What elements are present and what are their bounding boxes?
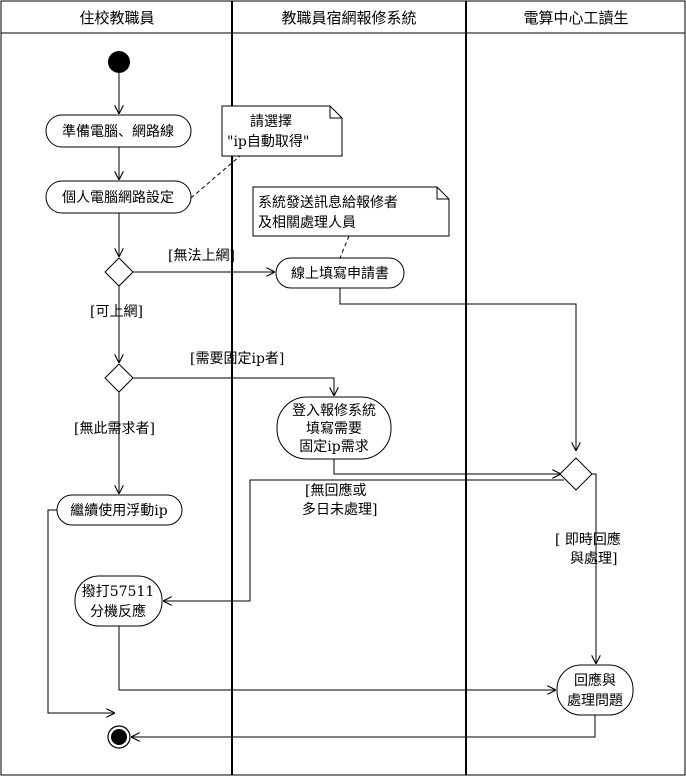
- decision-response: [559, 457, 593, 491]
- action-login-line2: 填寫需要: [306, 420, 362, 437]
- action-apply-label: 線上填寫申請書: [291, 265, 389, 282]
- note-system-fold: [436, 187, 449, 200]
- edge-apply-decision3: [339, 288, 576, 451]
- note-ip-fold: [329, 106, 342, 119]
- note-ip-anchor: [190, 155, 241, 199]
- start-node: [108, 51, 130, 73]
- action-settings-label: 個人電腦網路設定: [62, 190, 174, 206]
- note-system-anchor: [339, 235, 350, 259]
- edge-call-respond: [118, 626, 556, 690]
- guard-no-need: [無此需求者]: [74, 421, 155, 437]
- guard-immediate-line1: [ 即時回應: [555, 531, 621, 548]
- note-system-line2: 及相關處理人員: [258, 215, 356, 231]
- action-prepare-label: 準備電腦、網路線: [62, 124, 174, 140]
- action-login-line1: 登入報修系統: [292, 403, 376, 419]
- lane-title-system: 教職員宿網報修系統: [281, 9, 416, 27]
- end-node-inner: [111, 729, 127, 745]
- guard-need-fixed-ip: [需要固定ip者]: [190, 351, 284, 367]
- edge-floating-end: [47, 509, 115, 713]
- action-login-line3: 固定ip需求: [299, 439, 368, 455]
- note-ip-line2: "ip自動取得": [227, 133, 309, 150]
- edge-login-decision3: [333, 459, 561, 474]
- action-respond-line2: 處理問題: [567, 693, 623, 709]
- note-system: [252, 186, 450, 237]
- action-floating-ip-label: 繼續使用浮動ip: [70, 502, 167, 519]
- edge-need-fixed-ip: [133, 377, 334, 396]
- decision-fixed-ip: [104, 363, 134, 393]
- guard-no-response-line2: 多日未處理]: [302, 501, 377, 518]
- lane-title-faculty: 住校教職員: [79, 9, 154, 27]
- action-call-line1: 撥打57511: [82, 583, 155, 600]
- note-ip-line1: 請選擇: [250, 114, 292, 130]
- guard-can-connect: [可上網]: [90, 304, 143, 320]
- edge-immediate: [592, 473, 596, 664]
- guard-no-response-line1: [無回應或: [305, 482, 366, 499]
- guard-cannot-connect: [無法上網]: [168, 248, 235, 264]
- action-respond-line1: 回應與: [574, 672, 616, 689]
- action-call-line2: 分機反應: [90, 603, 146, 620]
- edge-respond-end: [131, 715, 596, 737]
- guard-immediate-line2: 與處理]: [570, 551, 617, 567]
- edge-no-response: [163, 479, 564, 601]
- decision-connectivity: [104, 257, 134, 287]
- note-ip: [221, 105, 343, 157]
- note-system-line1: 系統發送訊息給報修者: [258, 194, 398, 211]
- lane-title-student: 電算中心工讀生: [523, 9, 628, 27]
